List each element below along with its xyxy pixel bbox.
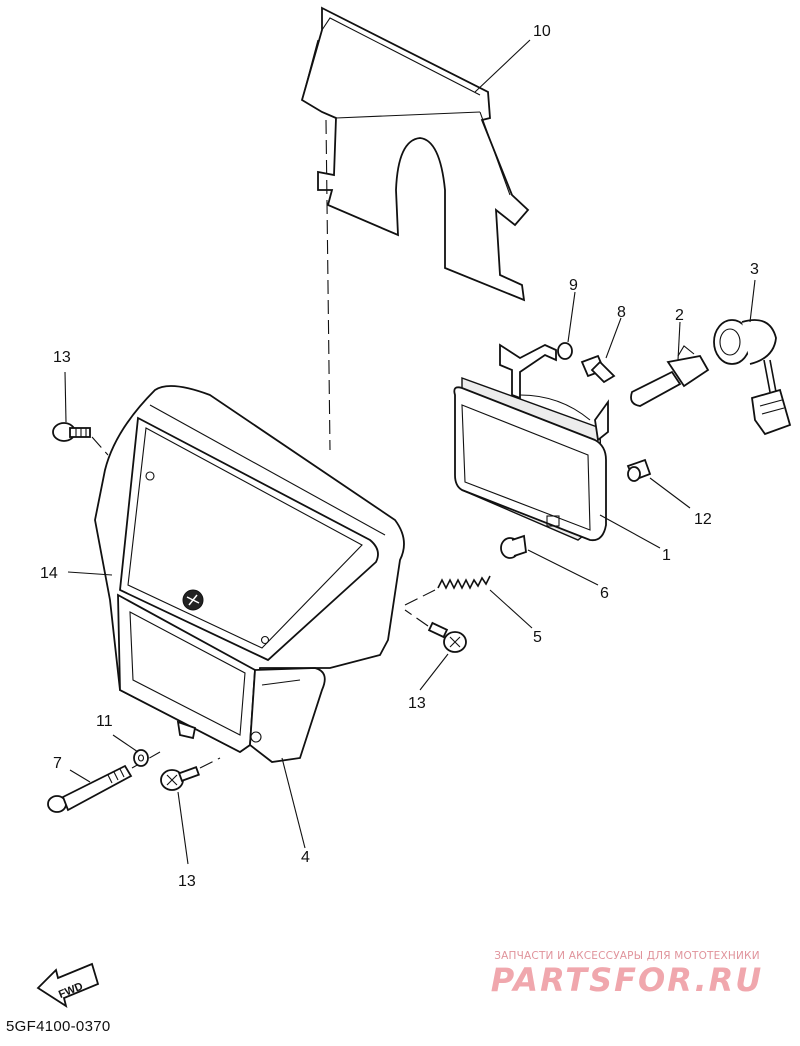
part-7-bolt: [47, 751, 161, 813]
part-9-spacer: [557, 342, 573, 360]
callout-9: 9: [569, 277, 578, 294]
part-6-grommet: [500, 534, 527, 559]
part-10-bracket-cover: [300, 6, 530, 302]
callout-13-right: 13: [408, 695, 426, 712]
watermark-logo: PARTSFOR.RU: [490, 961, 764, 999]
callout-1: 1: [662, 547, 671, 564]
part-8-screw: [580, 354, 616, 384]
callout-7: 7: [53, 755, 62, 772]
drawing-code: 5GF4100-0370: [6, 1018, 111, 1035]
part-5-spring: [404, 575, 491, 606]
part-13-screw-lower: [160, 757, 221, 791]
leader-lines: [64, 39, 756, 865]
callout-5: 5: [533, 629, 542, 646]
callout-3: 3: [750, 261, 759, 278]
part-13-screw-upper: [52, 422, 109, 456]
part-4-lower-housing: [117, 593, 326, 763]
callout-12: 12: [694, 511, 712, 528]
part-13-screw-right: [404, 609, 467, 653]
callout-6: 6: [600, 585, 609, 602]
alignment-line: [325, 119, 331, 451]
callout-10: 10: [533, 23, 551, 40]
callout-13-lower: 13: [178, 873, 196, 890]
callout-13-upper: 13: [53, 349, 71, 366]
part-11-washer: [133, 749, 149, 767]
part-3-socket: [713, 319, 792, 436]
callout-14: 14: [40, 565, 58, 582]
part-12-collar: [626, 458, 652, 482]
callout-4: 4: [301, 849, 310, 866]
watermark-caption: ЗАПЧАСТИ И АКСЕССУАРЫ ДЛЯ МОТОТЕХНИКИ: [494, 950, 760, 962]
fwd-arrow-icon: FWD: [36, 962, 100, 1008]
callout-2: 2: [675, 307, 684, 324]
part-1-headlight-unit: [453, 343, 609, 542]
part-2-bulb: [630, 345, 710, 407]
watermark: ЗАПЧАСТИ И АКСЕССУАРЫ ДЛЯ МОТОТЕХНИКИ PA…: [462, 950, 792, 998]
callout-11: 11: [96, 713, 113, 730]
callout-8: 8: [617, 304, 626, 321]
